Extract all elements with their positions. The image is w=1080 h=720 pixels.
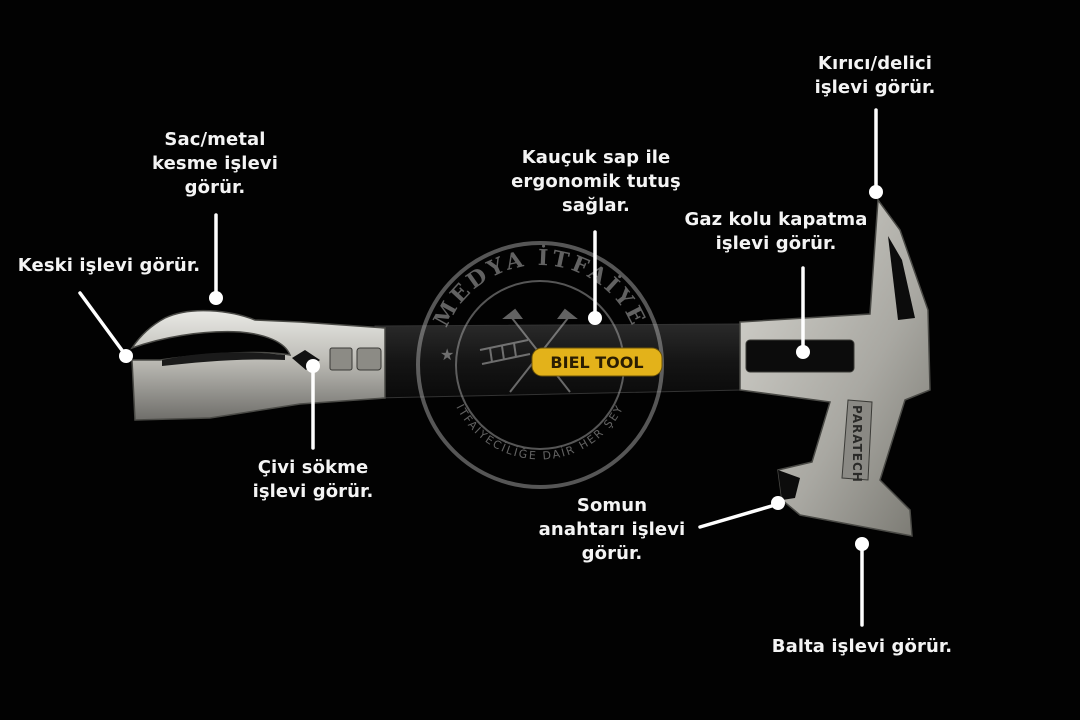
label-keski: Keski işlevi görür.	[17, 255, 201, 276]
dot-keski	[119, 349, 133, 363]
head-brand-text: PARATECH	[850, 405, 864, 483]
dot-kirici	[869, 185, 883, 199]
left-claw-end	[130, 309, 386, 421]
line-keski	[78, 291, 126, 355]
label-somun: Somun anahtarı işlevi görür.	[538, 495, 686, 564]
label-civi: Çivi sökme işlevi görür.	[252, 457, 374, 502]
handle-brand-badge	[531, 347, 663, 377]
label-balta: Balta işlevi görür.	[771, 636, 953, 657]
label-gaz: Gaz kolu kapatma işlevi görür.	[684, 209, 868, 254]
claw-slot	[162, 352, 285, 366]
dot-gaz	[796, 345, 810, 359]
brand-plate	[841, 399, 873, 481]
line-somun	[698, 503, 777, 529]
svg-text:★: ★	[440, 345, 454, 364]
wrench-notch	[778, 470, 800, 500]
handle-brand-text: BIEL TOOL	[550, 353, 643, 372]
dot-kaucuk	[588, 311, 602, 325]
spike-slot	[888, 236, 915, 320]
label-kirici: Kırıcı/delici işlevi görür.	[814, 53, 936, 98]
label-sac: Sac/metal kesme işlevi görür.	[151, 129, 278, 198]
dot-somun	[771, 496, 785, 510]
stamp-right	[356, 347, 382, 371]
dot-sac	[209, 291, 223, 305]
dot-balta	[855, 537, 869, 551]
label-kaucuk: Kauçuk sap ile ergonomik tutuş sağlar.	[511, 147, 681, 216]
dot-civi	[306, 359, 320, 373]
stamp-left	[329, 347, 353, 371]
